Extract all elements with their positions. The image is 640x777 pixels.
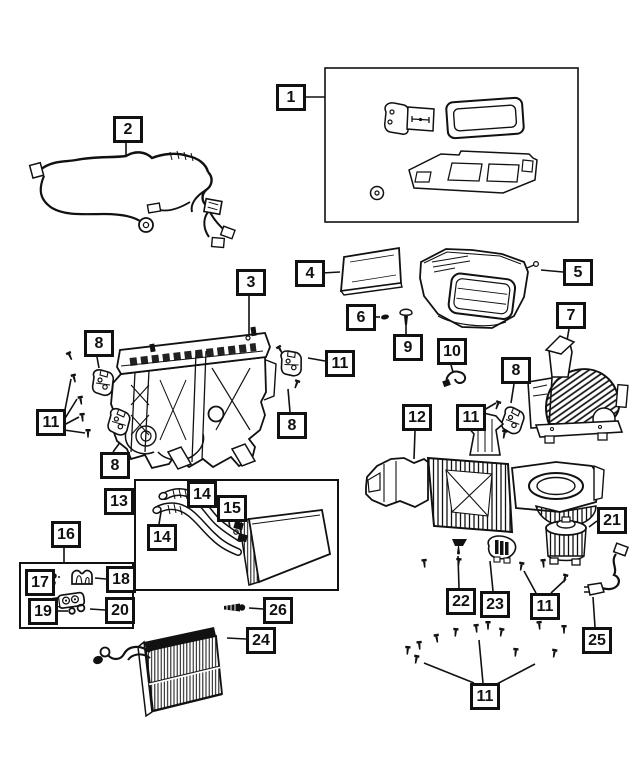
callout-11d: 11 <box>530 593 560 620</box>
callout-14a: 14 <box>187 481 217 508</box>
blower-scroll-housing-drawing <box>527 335 629 444</box>
callout-9: 9 <box>393 334 423 361</box>
actuator-right <box>278 348 304 378</box>
callout-21: 21 <box>597 507 627 534</box>
screw-26-drawing <box>224 603 246 612</box>
callout-17: 17 <box>25 569 55 596</box>
callout-6: 6 <box>346 304 376 331</box>
wiring-harness-drawing <box>28 150 236 249</box>
callout-8b: 8 <box>100 452 130 479</box>
callout-13: 13 <box>104 488 134 515</box>
callout-2: 2 <box>113 116 143 143</box>
callout-23: 23 <box>480 591 510 618</box>
pigtail-wire-drawing <box>584 542 629 596</box>
callout-1: 1 <box>276 84 306 111</box>
drain-valve-drawing <box>452 539 467 555</box>
screw-6-drawing <box>381 314 389 320</box>
callout-10: 10 <box>437 338 467 365</box>
cabin-air-filter-drawing <box>339 246 403 296</box>
callout-19: 19 <box>28 598 58 625</box>
air-inlet-housing-drawing <box>419 248 539 329</box>
evaporator-core-drawing <box>93 627 223 718</box>
blower-resistor-drawing <box>487 535 517 564</box>
callout-4: 4 <box>295 260 325 287</box>
distribution-housing-drawing <box>110 326 277 470</box>
callout-14b: 14 <box>147 524 177 551</box>
callout-18: 18 <box>106 566 136 593</box>
callout-8c: 8 <box>277 412 307 439</box>
callout-11b: 11 <box>325 350 355 377</box>
actuator-top-left <box>91 369 115 397</box>
callout-11c: 11 <box>456 404 486 431</box>
callout-5: 5 <box>563 259 593 286</box>
lower-hvac-housing-drawing <box>365 411 605 534</box>
callout-20: 20 <box>105 597 135 624</box>
callout-22: 22 <box>446 588 476 615</box>
callout-12: 12 <box>402 404 432 431</box>
callout-15: 15 <box>217 495 247 522</box>
heater-tube-kit-drawing <box>134 479 339 591</box>
callout-8a: 8 <box>84 330 114 357</box>
callout-7: 7 <box>556 302 586 329</box>
valve-seal-kit-drawing <box>19 562 134 629</box>
callout-24: 24 <box>246 627 276 654</box>
callout-26: 26 <box>263 597 293 624</box>
control-panel-bezel-kit-drawing <box>324 67 579 223</box>
callout-3: 3 <box>236 269 266 296</box>
callout-25: 25 <box>582 627 612 654</box>
callout-8d: 8 <box>501 357 531 384</box>
probe-clip-drawing <box>442 370 467 388</box>
callout-11e: 11 <box>470 683 500 710</box>
blower-motor-drawing <box>545 516 587 566</box>
callout-16: 16 <box>51 521 81 548</box>
push-pin-drawing <box>399 308 413 325</box>
callout-11a: 11 <box>36 409 66 436</box>
